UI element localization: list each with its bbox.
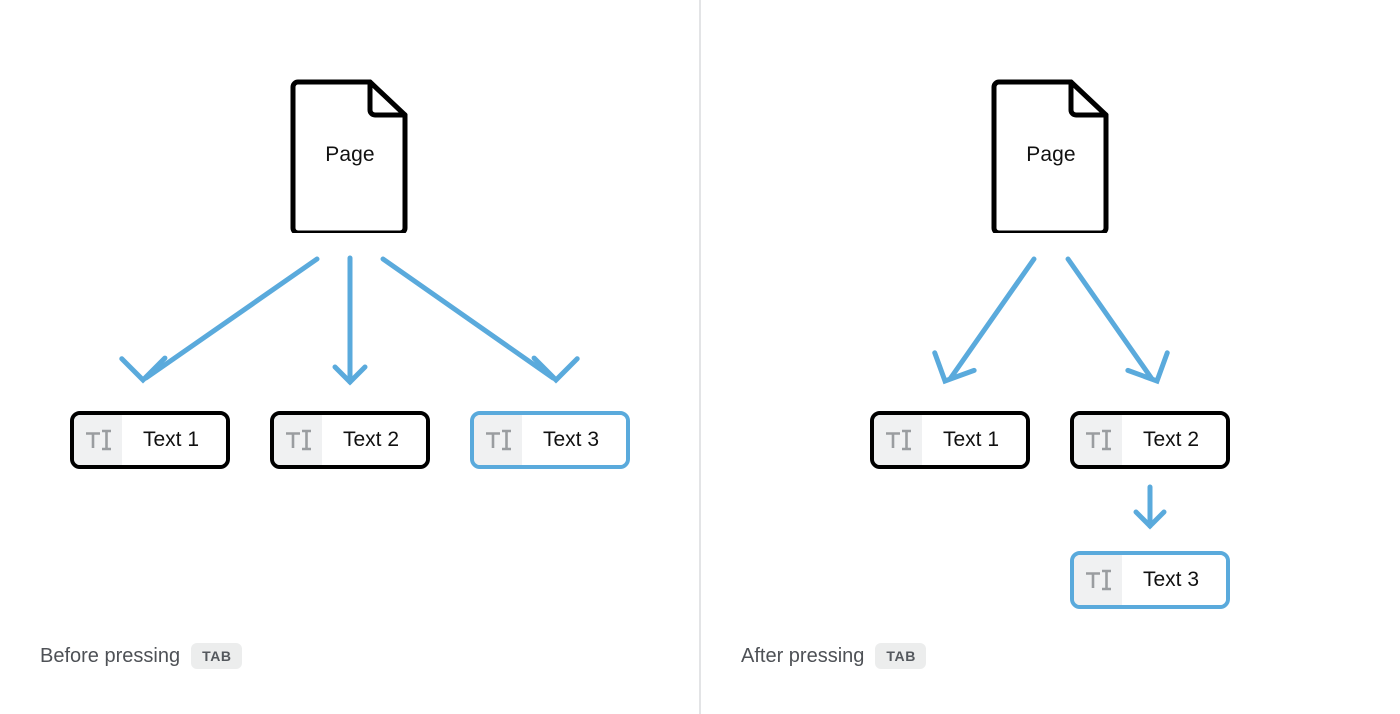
page-node-before: Page bbox=[290, 77, 410, 233]
tab-key-badge: TAB bbox=[875, 643, 926, 669]
arrow-page-to-text1 bbox=[119, 256, 320, 384]
text-field-label: Text 2 bbox=[322, 415, 426, 465]
text-field-node-3[interactable]: Text 3 bbox=[470, 411, 630, 469]
arrow-text2-to-text3 bbox=[1133, 484, 1167, 530]
caption-after: After pressing TAB bbox=[741, 643, 926, 669]
arrow-page-to-text2 bbox=[1065, 256, 1170, 385]
arrow-page-to-text3 bbox=[380, 256, 580, 384]
text-cursor-icon bbox=[1074, 415, 1122, 465]
text-cursor-icon bbox=[474, 415, 522, 465]
text-cursor-icon bbox=[274, 415, 322, 465]
text-field-node-1[interactable]: Text 1 bbox=[70, 411, 230, 469]
text-field-label: Text 3 bbox=[522, 415, 626, 465]
tab-key-badge: TAB bbox=[191, 643, 242, 669]
caption-text: Before pressing bbox=[40, 644, 181, 667]
page-document-icon bbox=[290, 79, 408, 233]
arrow-page-to-text2 bbox=[332, 255, 368, 386]
page-document-icon bbox=[991, 79, 1109, 233]
text-field-node-2[interactable]: Text 2 bbox=[1070, 411, 1230, 469]
text-field-label: Text 1 bbox=[122, 415, 226, 465]
page-node-label: Page bbox=[1026, 143, 1076, 166]
page-node-after: Page bbox=[991, 77, 1111, 233]
panel-divider bbox=[699, 0, 701, 714]
caption-text: After pressing bbox=[741, 644, 865, 667]
text-cursor-icon bbox=[74, 415, 122, 465]
text-cursor-icon bbox=[1074, 555, 1122, 605]
text-field-node-1[interactable]: Text 1 bbox=[870, 411, 1030, 469]
text-cursor-icon bbox=[874, 415, 922, 465]
panel-before: Page Text 1 bbox=[0, 0, 699, 714]
text-field-label: Text 3 bbox=[1122, 555, 1226, 605]
arrow-page-to-text1 bbox=[932, 256, 1037, 385]
caption-before: Before pressing TAB bbox=[40, 643, 242, 669]
text-field-node-2[interactable]: Text 2 bbox=[270, 411, 430, 469]
text-field-label: Text 1 bbox=[922, 415, 1026, 465]
text-field-label: Text 2 bbox=[1122, 415, 1226, 465]
page-node-label: Page bbox=[325, 143, 375, 166]
panel-after: Page Text 1 bbox=[701, 0, 1400, 714]
text-field-node-3[interactable]: Text 3 bbox=[1070, 551, 1230, 609]
